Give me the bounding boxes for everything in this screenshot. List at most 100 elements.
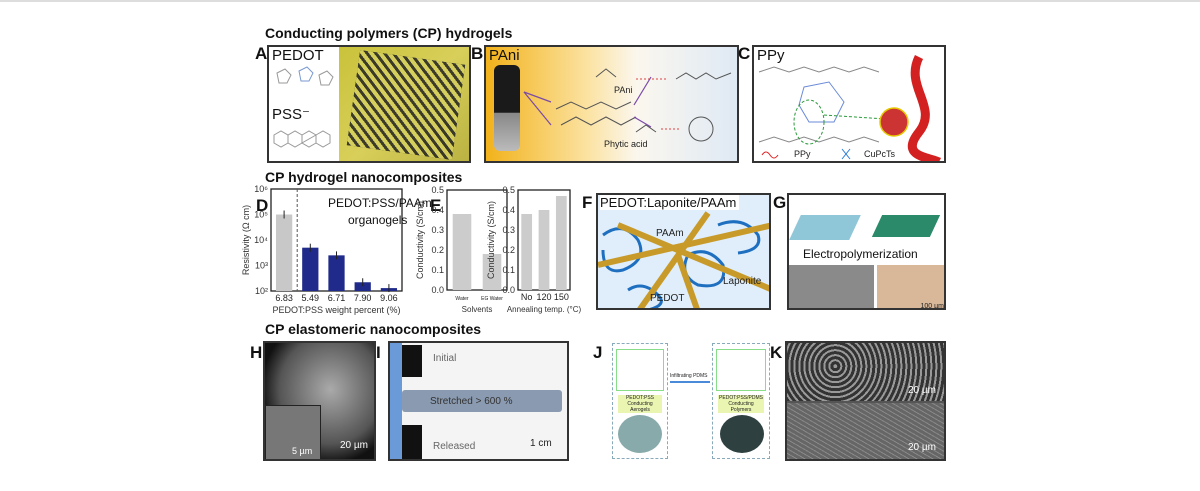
top-divider: [0, 0, 1200, 2]
laponite-label: Laponite: [723, 276, 762, 287]
g-scale-bar-label: 100 µm: [920, 303, 945, 310]
y-tick-label: 0.5: [431, 185, 444, 195]
panel-label-j: J: [593, 343, 603, 362]
bar: [302, 247, 319, 291]
pani-title: PAni: [489, 47, 520, 64]
bar: [538, 210, 550, 290]
ppy-title: PPy: [757, 47, 785, 64]
x-tick-label: 9.06: [380, 293, 398, 303]
panel-b: PAni PAni Phytic acid: [484, 45, 739, 163]
y-tick-label: 10⁵: [254, 210, 268, 220]
j-left-label: PEDOT:PSS Conducting Aerogels: [618, 395, 662, 413]
panel-label-c: C: [738, 44, 751, 63]
x-tick-label: No: [521, 292, 533, 302]
paam-label: PAAm: [656, 228, 684, 239]
bar: [482, 254, 502, 290]
vial-image: [494, 65, 520, 151]
y-axis-label: Conductivity (S/cm): [486, 201, 496, 279]
panel-label-h: H: [250, 343, 263, 362]
panel-g: Electropolymerization 100 µm: [787, 193, 946, 310]
bar: [555, 196, 567, 290]
pani-label: PAni: [614, 85, 633, 95]
device-photo: [789, 265, 874, 308]
panel-label-a: A: [255, 44, 268, 63]
h-inset-scale: 5 µm: [292, 446, 313, 456]
j-arrow-label: Infiltrating PDMS: [670, 373, 708, 379]
bar: [275, 214, 293, 291]
ppy-legend: PPy: [794, 149, 811, 159]
y-tick-label: 0.3: [502, 225, 515, 235]
y-axis-label: Resistivity (Ω cm): [241, 205, 251, 275]
y-tick-label: 0.0: [431, 285, 444, 295]
d-annotation-1: PEDOT:PSS/PAAm: [328, 196, 432, 210]
bar: [521, 214, 533, 290]
panel-k: 20 µm 20 µm: [785, 341, 946, 461]
k-top-scale: 20 µm: [908, 385, 936, 396]
h-scale-bar-label: 20 µm: [340, 440, 368, 451]
electrode-image: [871, 215, 941, 237]
y-tick-label: 10³: [255, 261, 268, 271]
initial-label: Initial: [433, 353, 457, 364]
panel-a: PEDOT PSS⁻: [267, 45, 471, 163]
panel-label-g: G: [773, 193, 787, 212]
panel-label-k: K: [770, 343, 783, 362]
panel-label-d: D: [256, 196, 269, 215]
bar: [354, 282, 371, 291]
x-tick-label: 6.83: [275, 293, 293, 303]
pedot-label: PEDOT: [272, 47, 324, 64]
y-tick-label: 10⁴: [254, 235, 268, 245]
molecular-diagram-icon: [523, 68, 732, 142]
y-tick-label: 0.4: [502, 205, 515, 215]
x-tick-label: 150: [554, 292, 569, 302]
y-tick-label: 0.2: [502, 245, 515, 255]
x-tick-label: EG Water: [481, 296, 503, 302]
y-tick-label: 10⁶: [254, 184, 268, 194]
bar: [452, 214, 472, 290]
y-tick-label: 0.5: [502, 185, 515, 195]
k-bottom-scale: 20 µm: [908, 442, 936, 453]
y-axis-label: Conductivity (S/cm): [415, 201, 425, 279]
y-tick-label: 10²: [255, 286, 268, 296]
x-tick-label: 6.71: [328, 293, 346, 303]
panel-label-f: F: [582, 193, 593, 212]
ppy-cupcts-diagram-icon: [758, 54, 942, 161]
section-title-hydrogels: Conducting polymers (CP) hydrogels: [265, 25, 513, 41]
y-tick-label: 0.0: [502, 285, 515, 295]
section-title-elastomeric: CP elastomeric nanocomposites: [265, 321, 482, 337]
plot-frame: [446, 189, 508, 291]
stretched-label: Stretched > 600 %: [430, 396, 513, 407]
d-annotation-2: organogels: [348, 213, 408, 227]
panel-c: PPy PPy CuPcTs: [752, 45, 946, 163]
x-axis-label: PEDOT:PSS weight percent (%): [272, 305, 400, 315]
pss-label: PSS⁻: [272, 106, 310, 123]
x-tick-label: Water: [455, 296, 468, 302]
substrate-image: [789, 215, 861, 240]
panel-i: Initial Stretched > 600 % Released 1 cm: [388, 341, 569, 461]
panel-label-i: I: [376, 343, 381, 362]
panel-f: PEDOT:Laponite/PAAm PAAm Laponite PEDOT: [596, 193, 771, 310]
printed-hydrogel-photo: [339, 47, 469, 161]
y-tick-label: 0.4: [431, 205, 444, 215]
panel-j: PEDOT:PSS Conducting Aerogels Infiltrati…: [612, 343, 772, 461]
x-tick-label: 5.49: [302, 293, 320, 303]
panel-label-e: E: [430, 196, 442, 215]
x-axis-label: Annealing temp. (°C): [507, 305, 582, 314]
panel-label-b: B: [471, 44, 484, 63]
section-title-nanocomposites: CP hydrogel nanocomposites: [265, 169, 463, 185]
y-tick-label: 0.3: [431, 225, 444, 235]
i-scale-bar-label: 1 cm: [530, 438, 552, 449]
electropolymerization-caption: Electropolymerization: [803, 247, 918, 261]
phytic-acid-label: Phytic acid: [604, 139, 648, 149]
pedot-label: PEDOT: [650, 293, 685, 304]
f-title: PEDOT:Laponite/PAAm: [600, 195, 740, 210]
inset-image: 5 µm: [265, 405, 321, 459]
y-tick-label: 0.1: [431, 265, 444, 275]
x-tick-label: 7.90: [354, 293, 372, 303]
stretched-sample: [402, 390, 562, 412]
chemical-structure-icon: [273, 66, 334, 148]
micrograph: 100 µm: [877, 265, 945, 310]
bar: [328, 255, 345, 291]
y-tick-label: 0.1: [502, 265, 515, 275]
x-axis-label: Solvents: [462, 305, 493, 314]
